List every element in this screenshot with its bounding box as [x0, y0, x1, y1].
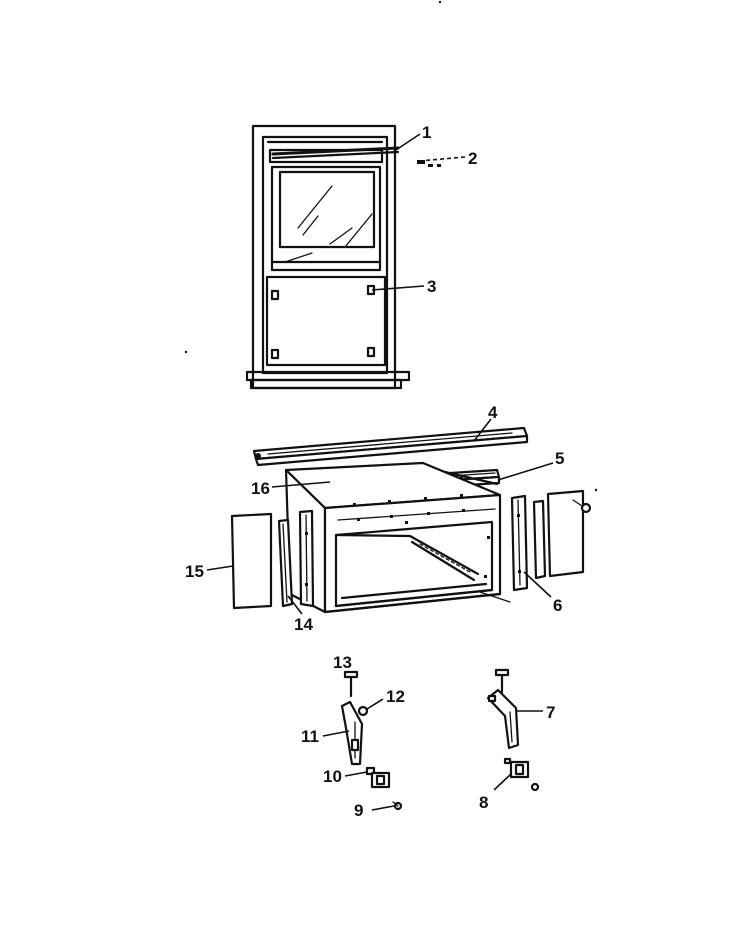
part-8 — [503, 757, 530, 779]
callout-5: 5 — [555, 449, 564, 468]
glass-reflection — [344, 213, 373, 248]
leader-2 — [419, 156, 466, 162]
leader-10 — [344, 771, 368, 777]
glass-reflection — [297, 185, 333, 229]
leader-6 — [523, 571, 552, 598]
leader-16 — [271, 481, 331, 488]
part-12 — [357, 705, 369, 717]
callout-labels: 1 2 3 4 5 6 7 8 9 10 11 12 13 14 15 16 — [185, 123, 564, 820]
right-mount-nut — [530, 782, 540, 792]
callout-11: 11 — [301, 727, 319, 746]
cabinet-front-lip — [337, 508, 496, 521]
callout-8: 8 — [479, 793, 488, 812]
part-9 — [392, 801, 403, 811]
callout-16: 16 — [251, 479, 270, 498]
callout-9: 9 — [354, 801, 363, 820]
scan-speck — [594, 488, 598, 492]
leader-11 — [322, 730, 350, 737]
cabinet-inner-top — [334, 533, 412, 538]
callout-12: 12 — [386, 687, 405, 706]
right-side-panel — [546, 489, 592, 578]
cabinet-floor-edge — [334, 588, 494, 608]
window-glass — [278, 170, 376, 249]
part-2-screw — [437, 164, 441, 167]
callout-14: 14 — [294, 615, 313, 634]
left-mount-clip — [370, 771, 391, 789]
leader-15 — [206, 565, 234, 571]
leader-5 — [497, 462, 554, 481]
part-1-edge — [271, 150, 400, 160]
cabinet-floor-lip — [340, 582, 488, 600]
leader-9 — [371, 805, 395, 811]
callout-7: 7 — [546, 703, 555, 722]
callout-4: 4 — [488, 403, 498, 422]
cabinet-sleeve — [284, 461, 511, 614]
part-13 — [343, 670, 359, 698]
callout-1: 1 — [422, 123, 431, 142]
callout-6: 6 — [553, 596, 562, 615]
upper-sash — [270, 165, 382, 272]
part-4 — [252, 426, 529, 467]
leader-12 — [366, 698, 384, 710]
part-2 — [417, 160, 425, 164]
sash-screw — [366, 346, 376, 358]
part-7 — [486, 688, 520, 750]
glass-reflection — [302, 215, 319, 236]
leader-14 — [287, 595, 303, 615]
cabinet-bottom-edge — [323, 592, 502, 614]
right-side-strip — [532, 499, 547, 580]
glass-reflection — [329, 227, 353, 245]
window-sill-base — [249, 378, 403, 390]
cabinet-rail-holes — [419, 543, 471, 573]
leader-3 — [371, 285, 425, 291]
leader-4 — [473, 418, 492, 442]
scan-speck — [438, 0, 442, 4]
part-10 — [365, 766, 376, 776]
callout-3: 3 — [427, 277, 436, 296]
part-15 — [230, 512, 273, 610]
leader-1 — [392, 133, 421, 153]
cabinet-inner-rail — [410, 540, 476, 582]
sash-screw — [270, 289, 280, 301]
window-assembly — [245, 124, 441, 390]
part-6 — [510, 494, 529, 592]
part-1 — [271, 146, 400, 156]
callout-2: 2 — [468, 149, 477, 168]
part-2-screw — [428, 164, 433, 167]
leader-8 — [493, 773, 512, 791]
right-bracket-screw — [494, 668, 510, 694]
part-14 — [277, 518, 294, 608]
scan-speck — [184, 350, 188, 354]
part-11 — [340, 700, 364, 766]
glass-reflection — [284, 252, 313, 263]
side-panel-screw — [580, 502, 592, 514]
leader-lines — [206, 133, 554, 811]
callout-10: 10 — [323, 767, 342, 786]
callout-13: 13 — [333, 653, 352, 672]
cabinet-floor-tab — [479, 591, 511, 603]
cabinet-inner-rail — [408, 534, 480, 576]
left-side-channel — [298, 509, 315, 608]
lower-sash — [265, 275, 387, 367]
sash-screw — [270, 348, 280, 360]
cabinet-front — [323, 493, 502, 614]
callout-15: 15 — [185, 562, 204, 581]
